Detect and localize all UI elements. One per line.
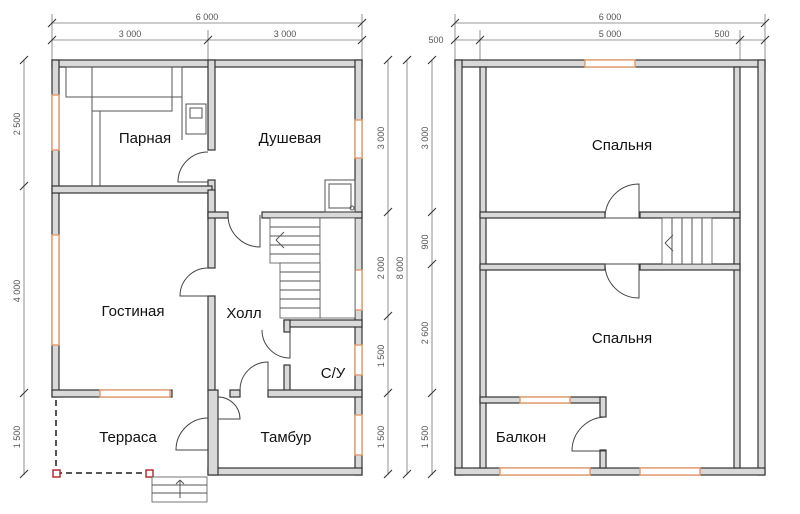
first-floor-plan: 6 000 3 000 3 000 2 500 4 000 1 500 — [12, 12, 412, 503]
dim-right-total: 8 000 — [395, 257, 405, 280]
dim-right-width: 3 000 — [274, 29, 297, 39]
second-floor-doors — [571, 183, 640, 452]
dim-left-width: 3 000 — [119, 29, 142, 39]
second-floor-walls — [454, 59, 766, 476]
steam-room-benches — [65, 66, 207, 186]
dim2-right-offset: 500 — [714, 29, 729, 39]
dim-left-h2: 4 000 — [12, 280, 22, 303]
first-floor-staircase — [269, 217, 356, 319]
dim2-h4: 1 500 — [420, 426, 430, 449]
dim-total-width: 6 000 — [196, 12, 219, 22]
second-floor-plan: 6 000 500 5 000 500 3 000 900 2 600 1 50… — [420, 12, 770, 479]
shower-tray — [324, 179, 356, 213]
room-label-hall: Холл — [226, 305, 261, 322]
room-label-vestibule: Тамбур — [261, 429, 312, 446]
dim2-h2: 900 — [420, 234, 430, 249]
dim2-center-width: 5 000 — [599, 29, 622, 39]
second-floor-left-dimensions: 3 000 900 2 600 1 500 — [420, 55, 437, 479]
first-floor-doors — [175, 151, 291, 451]
room-label-balcony: Балкон — [496, 429, 546, 446]
second-floor-staircase — [661, 217, 713, 265]
dim-right-h1: 3 000 — [376, 127, 386, 150]
entry-steps — [151, 476, 208, 503]
room-label-wc: С/У — [321, 365, 346, 382]
room-label-bedroom-top: Спальня — [592, 137, 652, 154]
dim2-h1: 3 000 — [420, 127, 430, 150]
dim-left-h3: 1 500 — [12, 426, 22, 449]
first-floor-walls — [51, 59, 363, 476]
room-label-terrace: Терраса — [99, 429, 157, 446]
dim-right-h3: 1 500 — [376, 345, 386, 368]
dim-right-h2: 2 000 — [376, 257, 386, 280]
dim2-left-offset: 500 — [428, 35, 443, 45]
first-floor-left-dimensions: 2 500 4 000 1 500 — [12, 55, 29, 479]
room-label-shower: Душевая — [259, 130, 322, 147]
terrace-railing — [52, 400, 154, 478]
first-floor-right-dimensions: 3 000 2 000 1 500 1 500 8 000 — [376, 55, 412, 479]
room-label-bedroom-bottom: Спальня — [592, 330, 652, 347]
room-label-living: Гостиная — [102, 303, 165, 320]
dim2-h3: 2 600 — [420, 322, 430, 345]
first-floor-top-dimensions: 6 000 3 000 3 000 — [47, 12, 367, 60]
second-floor-top-dimensions: 6 000 500 5 000 500 — [428, 12, 770, 60]
dim2-total-width: 6 000 — [599, 12, 622, 22]
room-label-steam: Парная — [119, 130, 171, 147]
dim-left-h1: 2 500 — [12, 113, 22, 136]
dim-right-h4: 1 500 — [376, 426, 386, 449]
